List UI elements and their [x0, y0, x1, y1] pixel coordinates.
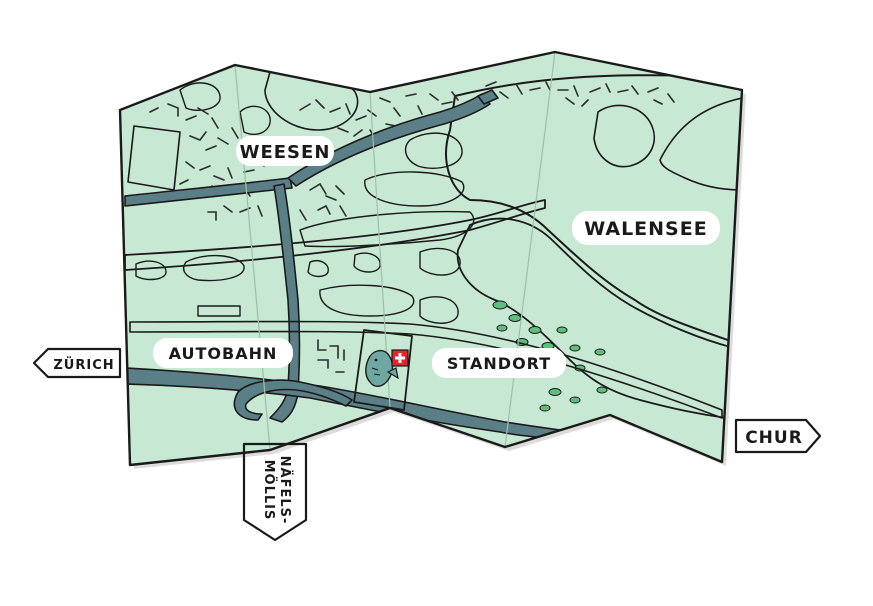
svg-text:AUTOBAHN: AUTOBAHN: [169, 344, 278, 363]
svg-text:CHUR: CHUR: [745, 428, 803, 448]
canal-linth: [124, 199, 546, 271]
small-field: [197, 305, 241, 317]
forest-small-8: [307, 260, 329, 278]
lake-walensee: [445, 74, 742, 346]
swiss-flag-icon: [391, 349, 409, 367]
forest-small-4: [419, 247, 461, 276]
svg-text:MÖLLIS: MÖLLIS: [261, 460, 277, 521]
forest-canal-edge: [299, 210, 475, 248]
forest-small-1: [239, 105, 271, 136]
forest-small-2: [179, 82, 221, 112]
svg-text:STANDORT: STANDORT: [447, 354, 551, 373]
forest-peninsula: [593, 104, 655, 168]
forest-small-6: [135, 260, 167, 281]
sign-chur: CHUR: [734, 418, 822, 454]
forest-small-3: [404, 132, 463, 169]
svg-text:NÄFELS-: NÄFELS-: [277, 456, 293, 525]
forest-northeast: [659, 97, 742, 191]
fish-icon: [365, 349, 399, 387]
svg-text:ZÜRICH: ZÜRICH: [53, 357, 114, 373]
sign-zurich: ZÜRICH: [32, 347, 122, 379]
map-outline: [118, 50, 744, 467]
forest-west: [182, 254, 245, 282]
forest-belt: [364, 171, 465, 207]
forest-mid: [319, 284, 415, 317]
roads: [124, 89, 561, 439]
label-standort: STANDORT: [432, 348, 566, 378]
label-weesen: WEESEN: [236, 136, 334, 166]
forest-shore: [456, 217, 742, 421]
town-streets: [149, 81, 675, 221]
svg-text:WEESEN: WEESEN: [240, 142, 331, 163]
forest-small-7: [353, 252, 381, 273]
location-plot: [353, 329, 413, 411]
svg-text:WALENSEE: WALENSEE: [584, 218, 707, 240]
main-road: [129, 320, 723, 419]
label-walensee: WALENSEE: [572, 211, 720, 245]
plot-buildings: [317, 339, 345, 373]
label-autobahn: AUTOBAHN: [153, 338, 293, 368]
forest-small-5: [419, 296, 459, 324]
sign-naefels-moellis: NÄFELS- MÖLLIS: [242, 442, 308, 542]
